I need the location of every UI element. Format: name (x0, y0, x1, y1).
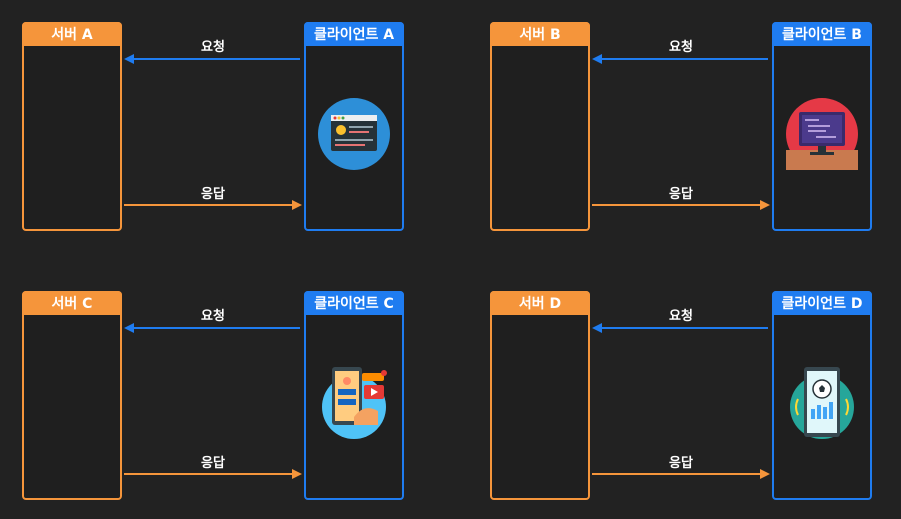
server-box: 서버 C (22, 291, 122, 500)
request-label: 요청 (669, 40, 693, 55)
response-arrow (124, 469, 302, 479)
request-arrow (592, 323, 768, 333)
server-label: 서버 A (22, 22, 122, 46)
panel-a: 서버 A 클라이언트 A 요청 응답 (22, 22, 404, 232)
panel-c: 서버 C 클라이언트 C 요청 응답 (22, 291, 404, 501)
server-label: 서버 C (22, 291, 122, 315)
mobile-app-icon (322, 367, 387, 439)
client-box: 클라이언트 C (304, 291, 404, 500)
client-label: 클라이언트 C (304, 291, 404, 315)
request-arrow (124, 54, 300, 64)
server-box: 서버 D (490, 291, 590, 500)
request-label: 요청 (201, 309, 225, 324)
response-label: 응답 (201, 187, 225, 202)
request-label: 요청 (201, 40, 225, 55)
panel-d: 서버 D 클라이언트 D 요청 응답 (490, 291, 872, 501)
response-label: 응답 (669, 456, 693, 471)
server-label: 서버 D (490, 291, 590, 315)
response-label: 응답 (201, 456, 225, 471)
server-label: 서버 B (490, 22, 590, 46)
response-arrow (592, 200, 770, 210)
request-arrow (124, 323, 300, 333)
server-box: 서버 B (490, 22, 590, 231)
panel-b: 서버 B 클라이언트 B 요청 응답 (490, 22, 872, 232)
code-monitor-icon (786, 98, 858, 170)
client-label: 클라이언트 A (304, 22, 404, 46)
web-browser-icon (318, 98, 390, 170)
mobile-sports-icon (790, 367, 854, 439)
response-arrow (124, 200, 302, 210)
client-label: 클라이언트 B (772, 22, 872, 46)
client-label: 클라이언트 D (772, 291, 872, 315)
request-label: 요청 (669, 309, 693, 324)
server-box: 서버 A (22, 22, 122, 231)
response-arrow (592, 469, 770, 479)
response-label: 응답 (669, 187, 693, 202)
request-arrow (592, 54, 768, 64)
